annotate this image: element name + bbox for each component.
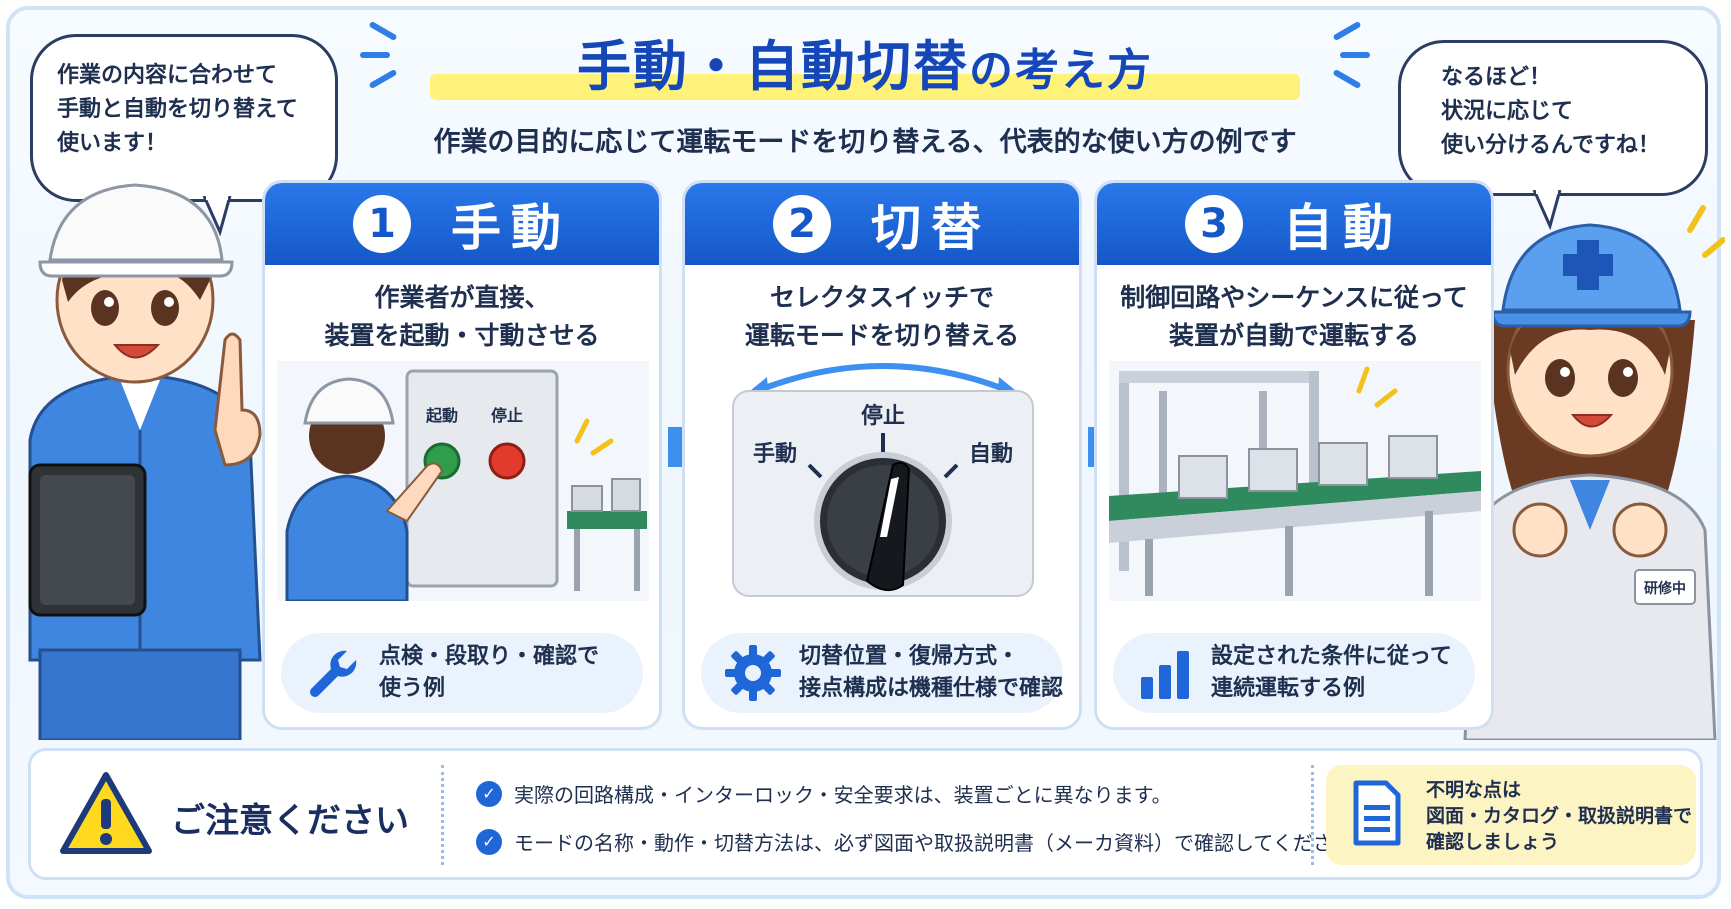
card-auto: 3 自動 制御回路やシーケンスに従って 装置が自動で運転する	[1094, 180, 1494, 730]
bubble-left-line: 作業の内容に合わせて	[57, 63, 278, 88]
card-auto-note-line: 連続運転する例	[1211, 676, 1366, 701]
caution-item-text: モードの名称・動作・切替方法は、必ず図面や取扱説明書（メーカ資料）で確認してくだ…	[514, 831, 1373, 855]
document-icon	[1353, 780, 1401, 846]
card-manual: 1 手動 作業者が直接、 装置を起動・寸動させる 起動 停止 点検・段取り・確	[262, 180, 662, 730]
card-switch-note-line: 切替位置・復帰方式・	[799, 644, 1020, 669]
caution-item: ✓ 実際の回路構成・インターロック・安全要求は、装置ごとに異なります。	[476, 779, 1172, 808]
card-manual-desc-line: 装置を起動・寸動させる	[324, 321, 600, 350]
switch-label-stop: 停止	[861, 403, 905, 429]
sparkle-right-2	[1340, 52, 1370, 58]
check-icon: ✓	[476, 828, 502, 855]
card-switch-note-line: 接点構成は機種仕様で確認	[799, 676, 1064, 701]
page-subtitle: 作業の目的に応じて運転モードを切り替える、代表的な使い方の例です	[433, 127, 1297, 158]
tip-line: 確認しましょう	[1426, 831, 1560, 853]
card-manual-desc-line: 作業者が直接、	[374, 283, 550, 312]
stop-button-lamp	[488, 442, 526, 480]
card-auto-note: 設定された条件に従って 連続運転する例	[1113, 633, 1475, 713]
bar-chart-icon	[1141, 651, 1189, 699]
card-manual-note-line: 使う例	[379, 676, 446, 701]
switch-label-manual: 手動	[753, 442, 797, 467]
card-auto-header: 3 自動	[1097, 183, 1491, 265]
card-auto-desc-line: 装置が自動で運転する	[1168, 321, 1419, 350]
gear-icon	[725, 645, 781, 701]
female-trainee-illustration: 研修中	[1463, 205, 1725, 740]
title-block: 手動・自動切替の考え方	[430, 22, 1300, 102]
title-highlight	[430, 74, 1300, 100]
card-auto-description: 制御回路やシーケンスに従って 装置が自動で運転する	[1097, 279, 1491, 355]
warning-icon	[60, 772, 152, 854]
card-manual-note-line: 点検・段取り・確認で	[379, 644, 600, 669]
card-auto-desc-line: 制御回路やシーケンスに従って	[1120, 283, 1468, 312]
card-switch-header: 2 切替	[685, 183, 1079, 265]
speech-bubble-left: 作業の内容に合わせて 手動と自動を切り替えて 使います！	[30, 34, 338, 202]
divider	[441, 765, 444, 865]
switch-label-auto: 自動	[969, 441, 1013, 467]
card-switch-number: 2	[773, 195, 831, 253]
title-suffix: の考え方	[969, 45, 1153, 96]
sparkle-left-2	[360, 52, 390, 58]
caution-title: ご注意ください	[171, 801, 409, 841]
card-manual-header: 1 手動	[265, 183, 659, 265]
bubble-left-line: 手動と自動を切り替えて	[57, 97, 298, 122]
card-switch-description: セレクタスイッチで 運転モードを切り替える	[685, 279, 1079, 355]
title-main: 手動・自動切替	[577, 35, 969, 98]
trainee-badge: 研修中	[1644, 580, 1686, 597]
card-switch-desc-line: セレクタスイッチで	[769, 283, 994, 312]
manual-operation-illustration: 起動 停止	[277, 361, 649, 601]
check-icon: ✓	[476, 780, 502, 807]
tip-box: 不明な点は 図面・カタログ・取扱説明書で 確認しましょう	[1326, 765, 1696, 865]
card-auto-note-line: 設定された条件に従って	[1211, 644, 1452, 669]
card-switch: 2 切替 セレクタスイッチで 運転モードを切り替える 停止 手動 自動	[682, 180, 1082, 730]
card-auto-title: 自動	[1283, 199, 1403, 257]
bubble-right-tail	[1532, 190, 1562, 230]
stop-button-label: 停止	[491, 406, 523, 425]
card-switch-note: 切替位置・復帰方式・ 接点構成は機種仕様で確認	[701, 633, 1063, 713]
selector-switch-illustration: 停止 手動 自動	[732, 363, 1034, 597]
bubble-right-line: 状況に応じて	[1441, 99, 1574, 124]
automatic-conveyor-illustration	[1109, 361, 1481, 601]
page-title: 手動・自動切替の考え方	[430, 22, 1300, 101]
start-button-label: 起動	[425, 406, 458, 425]
caution-item-text: 実際の回路構成・インターロック・安全要求は、装置ごとに異なります。	[514, 783, 1172, 807]
bubble-left-line: 使います！	[57, 131, 168, 156]
card-manual-title: 手動	[451, 199, 571, 257]
male-worker-illustration	[28, 183, 262, 740]
speech-bubble-right: なるほど！ 状況に応じて 使い分けるんですね！	[1398, 40, 1708, 196]
card-switch-title: 切替	[871, 199, 991, 257]
bubble-right-line: なるほど！	[1441, 65, 1552, 90]
wrench-icon	[310, 650, 357, 697]
card-manual-number: 1	[353, 195, 411, 253]
caution-panel: ご注意ください ✓ 実際の回路構成・インターロック・安全要求は、装置ごとに異なり…	[28, 748, 1703, 880]
card-auto-number: 3	[1185, 195, 1243, 253]
card-manual-description: 作業者が直接、 装置を起動・寸動させる	[265, 279, 659, 355]
caution-item: ✓ モードの名称・動作・切替方法は、必ず図面や取扱説明書（メーカ資料）で確認して…	[476, 827, 1373, 856]
tip-line: 不明な点は	[1426, 779, 1522, 801]
card-switch-desc-line: 運転モードを切り替える	[744, 321, 1020, 350]
bubble-right-line: 使い分けるんですね！	[1441, 133, 1660, 158]
card-manual-note: 点検・段取り・確認で 使う例	[281, 633, 643, 713]
bubble-left-tail	[202, 196, 232, 236]
tip-line: 図面・カタログ・取扱説明書で	[1426, 805, 1693, 827]
divider	[1311, 765, 1314, 865]
